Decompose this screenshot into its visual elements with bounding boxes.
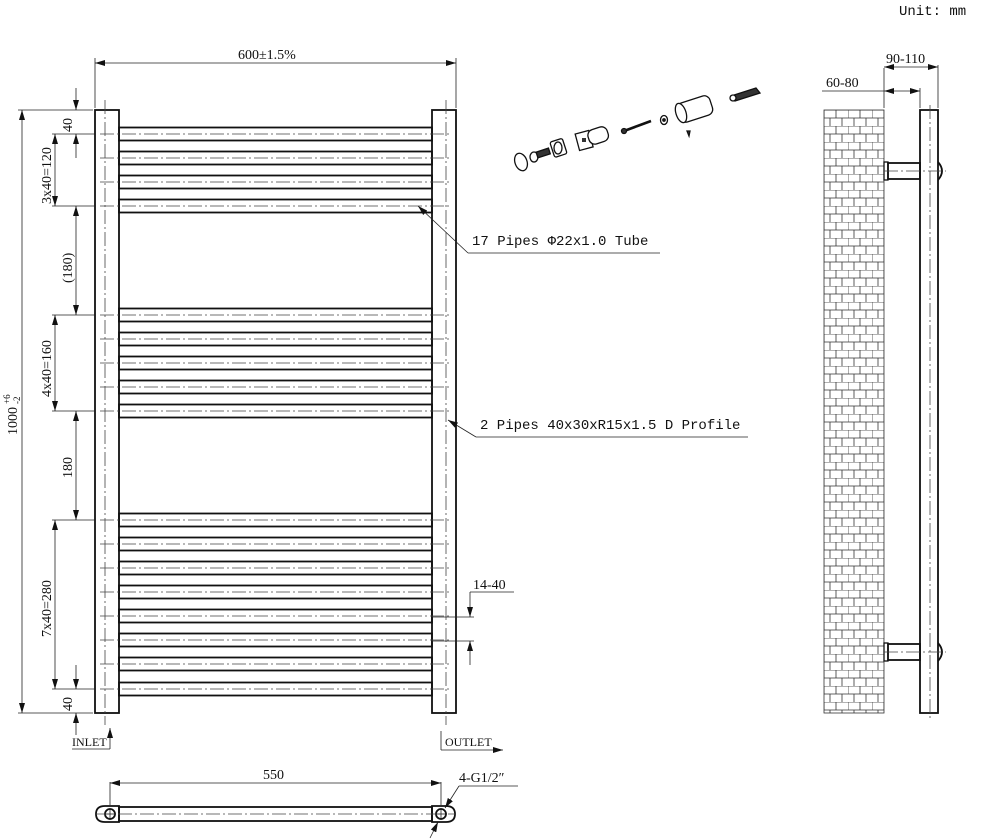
svg-text:1000: 1000 bbox=[6, 407, 21, 435]
valve-offset-dimension: 14-40 bbox=[473, 578, 506, 593]
bottom-view: 550 4-G1/2″ bbox=[95, 768, 518, 839]
tube bbox=[118, 536, 433, 552]
tube-callout: 17 Pipes Φ22x1.0 Tube bbox=[472, 234, 648, 250]
side-view: Unit: mm 90-110 60-80 bbox=[822, 4, 966, 720]
cap-icon bbox=[513, 152, 529, 172]
tube bbox=[118, 331, 433, 347]
dim-7x40: 7x40=280 bbox=[40, 580, 55, 637]
exploded-bracket-view bbox=[513, 87, 762, 172]
left-rail bbox=[94, 109, 120, 714]
front-view: 600±1.5% 1000 +6 -2 40 3x40=120 (180) 4x… bbox=[2, 48, 748, 753]
svg-text:+6: +6 bbox=[2, 394, 12, 404]
tube bbox=[118, 608, 433, 624]
washer-icon bbox=[659, 114, 669, 126]
width-dimension: 600±1.5% bbox=[238, 48, 296, 63]
tube bbox=[118, 656, 433, 672]
sleeve-icon bbox=[674, 95, 714, 124]
connection-size-label: 4-G1/2″ bbox=[459, 771, 505, 786]
tube bbox=[118, 632, 433, 648]
projection-dimension: 90-110 bbox=[886, 52, 925, 67]
side-rail bbox=[919, 109, 939, 714]
tube bbox=[118, 307, 433, 323]
tube bbox=[118, 174, 433, 190]
tube bbox=[118, 355, 433, 371]
tube bbox=[118, 560, 433, 576]
dim-4x40: 4x40=160 bbox=[40, 340, 55, 397]
unit-label: Unit: mm bbox=[899, 4, 966, 20]
dim-top-40: 40 bbox=[61, 118, 76, 132]
rail-callout: 2 Pipes 40x30xR15x1.5 D Profile bbox=[480, 418, 740, 434]
hex-nut-icon bbox=[549, 138, 568, 158]
tube bbox=[118, 150, 433, 166]
height-dimension: 1000 +6 -2 bbox=[2, 394, 22, 435]
dim-3x40: 3x40=120 bbox=[40, 147, 55, 204]
bracket-body-icon bbox=[574, 126, 610, 152]
tube bbox=[118, 403, 433, 419]
tube bbox=[118, 379, 433, 395]
tube bbox=[118, 584, 433, 600]
dim-180: 180 bbox=[61, 457, 76, 478]
tube bbox=[118, 126, 433, 142]
tube bbox=[118, 198, 433, 214]
dim-180-ref: (180) bbox=[61, 252, 76, 283]
wall-plug-icon bbox=[729, 87, 762, 102]
svg-text:-2: -2 bbox=[12, 397, 22, 405]
bolt-icon bbox=[529, 147, 552, 163]
grub-screw-icon bbox=[686, 130, 691, 139]
wall bbox=[823, 109, 885, 714]
dim-bottom-40: 40 bbox=[61, 697, 76, 711]
wall-offset-dimension: 60-80 bbox=[826, 76, 859, 91]
screw-icon bbox=[620, 119, 652, 135]
tube bbox=[118, 681, 433, 697]
right-rail bbox=[431, 109, 457, 714]
inlet-label: INLET bbox=[72, 735, 107, 749]
horizontal-tubes bbox=[100, 126, 451, 697]
outlet-label: OUTLET bbox=[445, 735, 492, 749]
center-distance-dimension: 550 bbox=[263, 768, 284, 783]
tube bbox=[118, 512, 433, 528]
